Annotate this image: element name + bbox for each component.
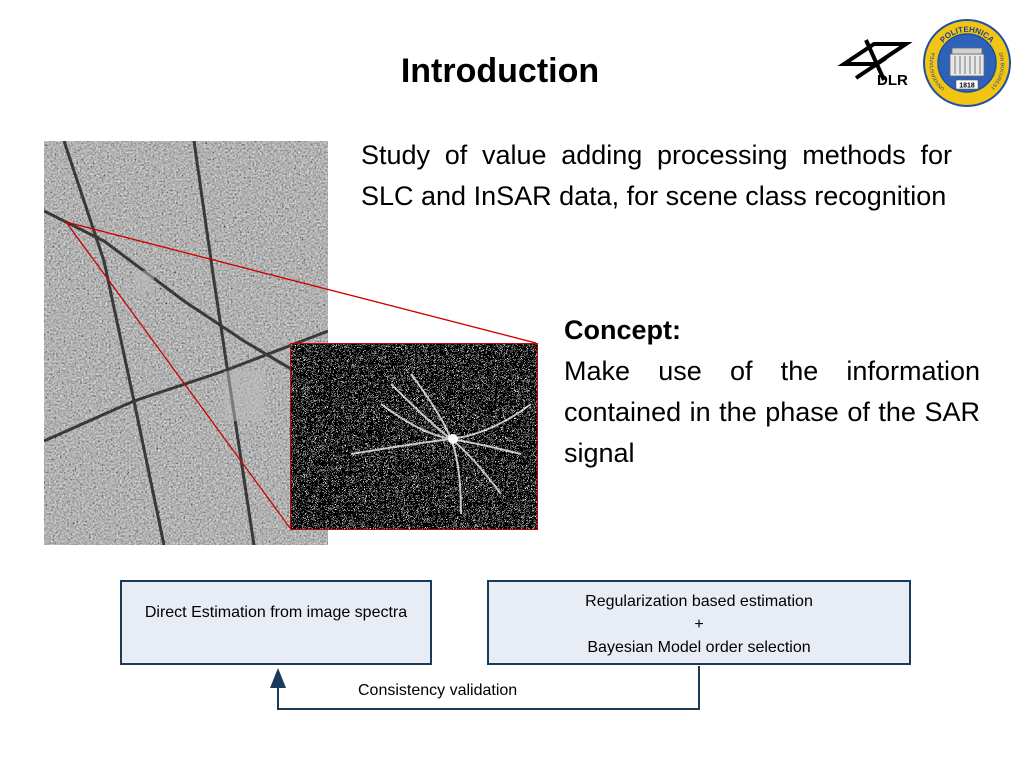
seal-year-text: 1818 (959, 83, 975, 90)
plus-sign: + (694, 616, 704, 633)
arrow-up-icon (270, 668, 286, 688)
dlr-emblem-icon (837, 39, 913, 81)
politehnica-logo: POLITEHNICA UNIVERSITATEA DIN BUCURESTI … (921, 14, 1012, 108)
consistency-validation-label: Consistency validation (358, 682, 518, 699)
regularization-box: Regularization based estimation + Bayesi… (487, 580, 911, 665)
intro-paragraph: Study of value adding processing methods… (361, 140, 952, 211)
direct-estimation-box: Direct Estimation from image spectra (120, 580, 432, 665)
slide-title: Introduction (400, 52, 600, 90)
dlr-logo-text: DLR (877, 72, 908, 89)
sar-city-image (43, 140, 329, 546)
concept-heading: Concept: (564, 315, 681, 345)
university-seal-icon: POLITEHNICA UNIVERSITATEA DIN BUCURESTI … (921, 14, 1011, 107)
interferometric-phase-image (290, 343, 538, 530)
concept-text: Make use of the information contained in… (564, 356, 980, 468)
concept-section: Concept: Make use of the information con… (564, 310, 980, 474)
bayesian-line: Bayesian Model order selection (587, 639, 811, 656)
regularization-line: Regularization based estimation (585, 593, 813, 610)
dlr-logo: DLR (836, 34, 916, 94)
